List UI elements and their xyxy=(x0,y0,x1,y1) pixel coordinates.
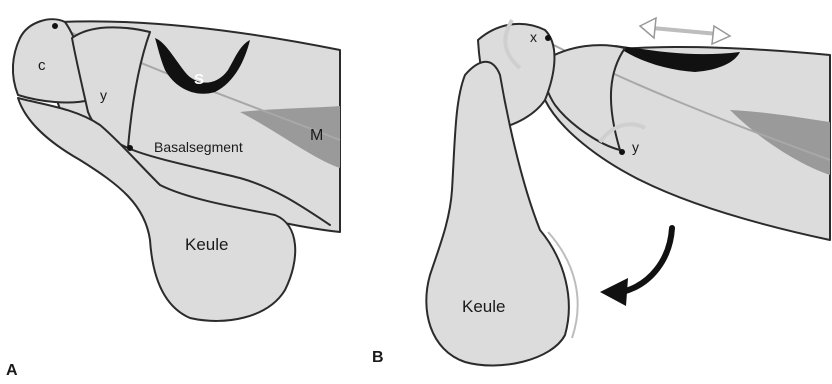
panel-a-label-y: y xyxy=(100,87,107,103)
panel-b-label: B xyxy=(372,349,384,366)
panel-b-double-arrow-right xyxy=(712,26,730,44)
panel-b-rotation-arrow xyxy=(622,228,672,292)
panel-b-pivot-dot-x xyxy=(545,35,551,41)
panel-b-keule xyxy=(426,62,569,366)
panel-a-pivot-dot xyxy=(52,23,58,29)
panel-a-label: A xyxy=(6,362,18,379)
panel-a-pivot-dot-y xyxy=(127,145,133,151)
panel-a-label-basalsegment: Basalsegment xyxy=(154,139,243,155)
panel-b-label-keule: Keule xyxy=(462,297,505,316)
panel-b-double-arrow xyxy=(652,28,718,34)
panel-a: c y S M Basalsegment Keule A xyxy=(6,19,340,379)
panel-b: x y Keule B xyxy=(372,18,830,366)
panel-b-label-y: y xyxy=(632,139,639,155)
panel-b-rotation-arrowhead xyxy=(600,278,628,306)
panel-b-label-x: x xyxy=(530,29,537,45)
panel-b-pivot-dot-y xyxy=(619,149,625,155)
panel-a-label-keule: Keule xyxy=(185,235,228,254)
panel-a-label-c: c xyxy=(38,57,46,74)
panel-b-double-arrow-left xyxy=(640,18,656,38)
panel-a-label-m: M xyxy=(310,127,323,144)
panel-a-label-s: S xyxy=(194,71,204,88)
